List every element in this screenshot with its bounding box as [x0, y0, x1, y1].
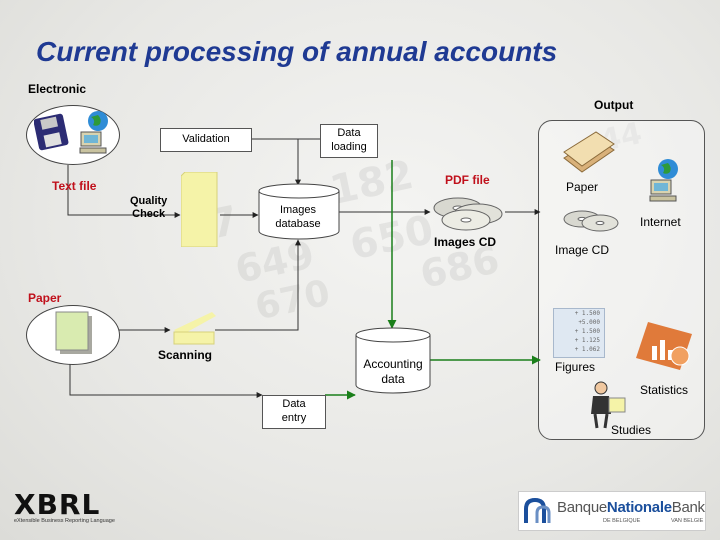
- validation-box: Validation: [160, 128, 252, 152]
- figures-value: + 1.125: [574, 337, 600, 344]
- bar-chart-icon: [636, 322, 692, 370]
- figures-value: + 1.062: [574, 346, 600, 353]
- person-icon: [591, 381, 626, 429]
- cd-stack-icon: [433, 197, 503, 231]
- bank-logo-part: Nationale: [606, 499, 672, 516]
- output-paper-label: Paper: [566, 180, 599, 194]
- bank-logo-part: Bank: [671, 499, 705, 516]
- scanning-label: Scanning: [158, 348, 213, 362]
- arrow-scanning-database: [215, 239, 301, 331]
- bank-logo-sub-left: DE BELGIQUE: [603, 518, 641, 524]
- output-label: Output: [594, 98, 634, 112]
- images-database-cylinder: [258, 183, 340, 240]
- figures-value: +5.000: [578, 319, 600, 326]
- studies-label: Studies: [611, 423, 652, 437]
- xbrl-logo: XBRL eXtensible Business Reporting Langu…: [14, 490, 124, 532]
- bank-logo-sub-right: VAN BELGIE: [671, 518, 704, 524]
- arrow-paper-entry: [69, 350, 263, 398]
- page-title: Current processing of annual accounts: [36, 36, 558, 67]
- paper-stack-icon: [563, 131, 615, 173]
- globe-computer-icon: [649, 159, 678, 202]
- bank-logo-part: Banque: [557, 499, 607, 516]
- electronic-label: Electronic: [28, 82, 87, 96]
- images-cd-label: Images CD: [434, 235, 497, 249]
- pdf-file-label: PDF file: [445, 173, 490, 187]
- scanner-icon: [173, 312, 216, 345]
- arrow-textfile-quality: [67, 165, 181, 218]
- figures-value: + 1.500: [574, 310, 600, 317]
- statistics-label: Statistics: [640, 383, 689, 397]
- bank-logo: BanqueNationaleBank DE BELGIQUE VAN BELG…: [518, 491, 706, 531]
- bank-logo-icon: [524, 497, 551, 523]
- quality-check-label: Quality Check: [130, 195, 168, 221]
- globe-computer-icon: [79, 111, 108, 154]
- figures-value: + 1.500: [574, 328, 600, 335]
- paper-document-icon: [181, 172, 218, 247]
- text-file-label: Text file: [52, 179, 97, 193]
- paper-document-icon: [55, 311, 92, 354]
- internet-label: Internet: [640, 215, 681, 229]
- data-loading-box: Data loading: [320, 124, 378, 158]
- bank-logo-name: BanqueNationaleBank: [557, 499, 705, 516]
- data-entry-box: Data entry: [262, 395, 326, 429]
- output-panel: [538, 120, 705, 440]
- xbrl-logo-text: XBRL: [14, 488, 101, 521]
- images-database-label: Images database: [275, 204, 321, 230]
- cd-stack-icon: [563, 210, 619, 232]
- xbrl-logo-subtitle: eXtensible Business Reporting Language: [14, 518, 115, 524]
- image-cd-label: Image CD: [555, 243, 610, 257]
- accounting-data-cylinder: [355, 327, 431, 394]
- paper-input-label: Paper: [28, 291, 62, 305]
- figures-label: Figures: [555, 360, 596, 374]
- accounting-data-label: Accounting data: [363, 357, 423, 386]
- figures-table: + 1.500 +5.000 + 1.500 + 1.125 + 1.062: [553, 308, 605, 358]
- floppy-disk-icon: [34, 113, 69, 151]
